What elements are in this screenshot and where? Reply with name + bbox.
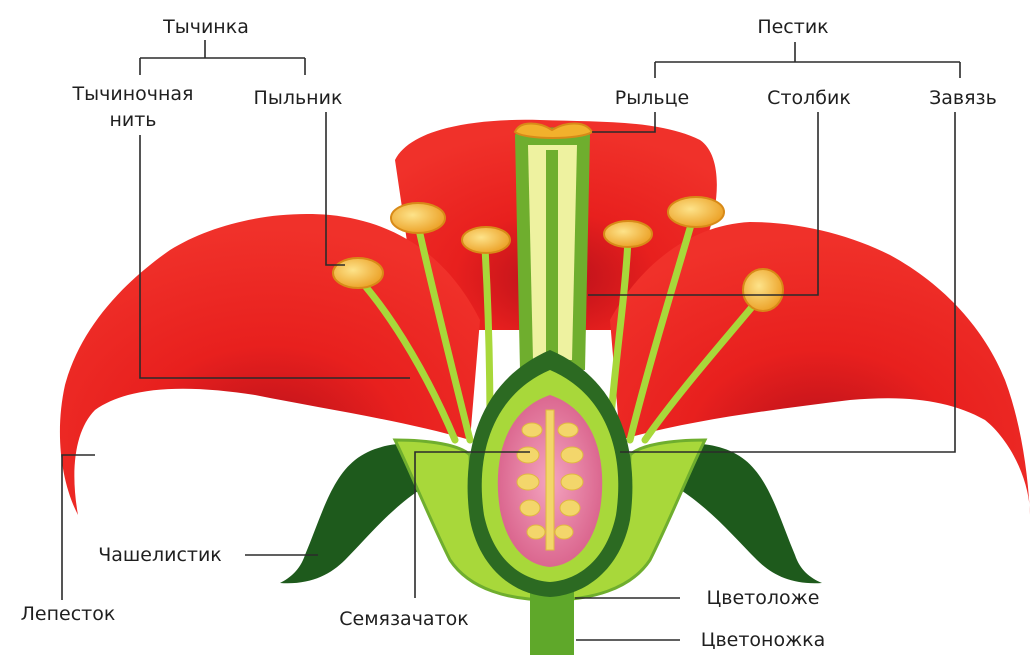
label-anther: Пыльник: [254, 87, 343, 109]
peduncle-stalk: [530, 592, 574, 655]
label-ovule: Семязачаток: [339, 608, 469, 630]
label-pistil: Пестик: [757, 16, 828, 38]
label-ovary: Завязь: [929, 87, 997, 109]
pistil-canal: [546, 150, 558, 380]
label-petal: Лепесток: [21, 603, 116, 625]
label-style: Столбик: [767, 87, 851, 109]
label-stigma: Рыльце: [615, 87, 689, 109]
label-filament-line2: нить: [109, 109, 156, 131]
label-filament-line1: Тычиночная: [72, 83, 194, 105]
label-receptacle: Цветоложе: [707, 587, 820, 609]
label-stamen: Тычинка: [162, 16, 249, 38]
label-peduncle: Цветоножка: [701, 629, 826, 651]
label-sepal: Чашелистик: [98, 544, 222, 566]
